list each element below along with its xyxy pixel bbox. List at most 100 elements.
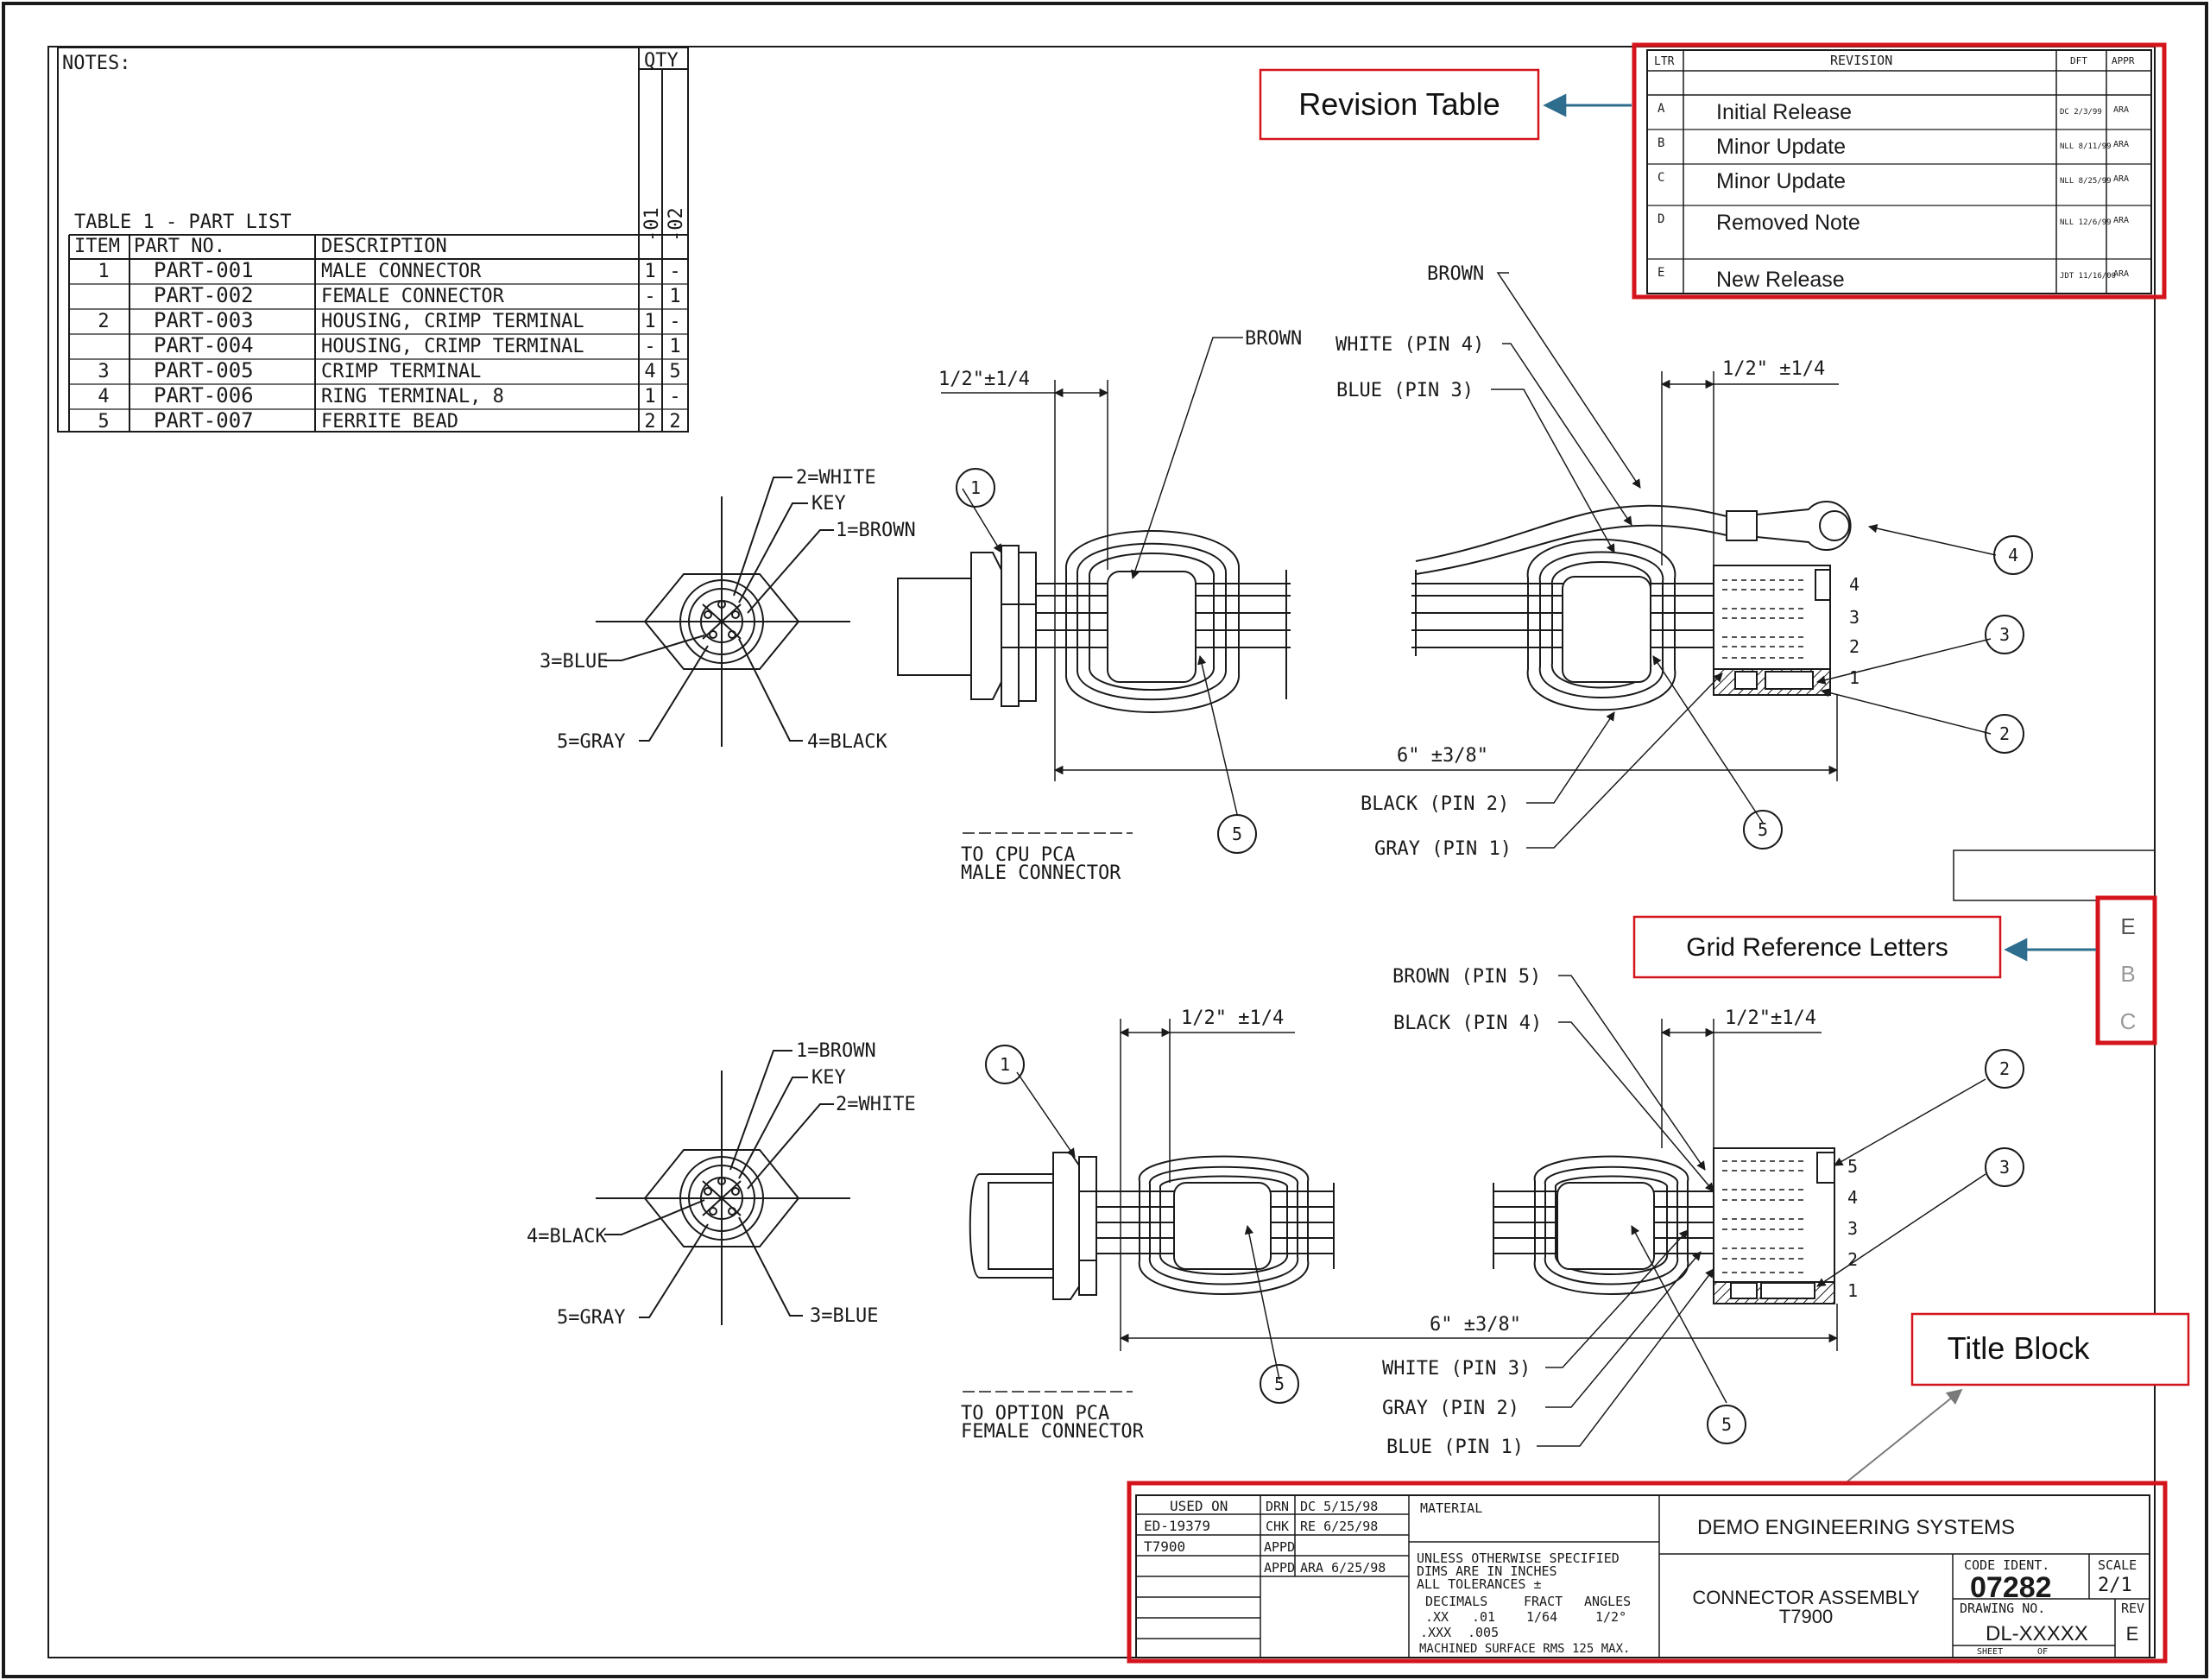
bottom-balloon-5-left <box>1260 1364 1299 1404</box>
part-qty-01: - <box>644 336 655 357</box>
bottom-caption-line1: TO OPTION PCA <box>961 1403 1109 1424</box>
title-block <box>1135 1494 2150 1658</box>
tb-spec-2: DIMS ARE IN INCHES <box>1417 1563 1557 1579</box>
svg-text:5: 5 <box>1758 819 1768 840</box>
revision-approver: ARA <box>2113 140 2129 149</box>
bottom-label-gray-pin2: GRAY (PIN 2) <box>1382 1398 1519 1419</box>
svg-text:2: 2 <box>1999 723 2010 744</box>
revision-drafter: JDT 11/16/00 <box>2060 272 2116 281</box>
tb-tol-fract: FRACT <box>1524 1594 1563 1609</box>
top-pin-number-1: 1 <box>1849 667 1860 688</box>
tb-tol-fract-val: 1/64 <box>1526 1609 1557 1625</box>
tb-appd-1: APPD <box>1264 1539 1295 1555</box>
part-qty-02: - <box>669 261 680 282</box>
notes-label: NOTES: <box>62 53 130 74</box>
top-label-black-pin2: BLACK (PIN 2) <box>1361 793 1509 815</box>
top-crimp-housing <box>1713 565 1831 696</box>
bottom-balloon-5-right <box>1707 1405 1746 1444</box>
tb-chk: CHK <box>1266 1519 1289 1534</box>
top-label-brown-right: BROWN <box>1427 263 1484 285</box>
top-label-white-pin4: WHITE (PIN 4) <box>1335 334 1484 356</box>
revision-table-callout: Revision Table <box>1259 68 1632 141</box>
tb-tol-xx-val: .01 <box>1472 1609 1495 1625</box>
part-number: PART-001 <box>154 258 254 282</box>
bottom-ferrite-bead-left <box>1138 1155 1310 1295</box>
tb-chk-val: RE 6/25/98 <box>1300 1519 1378 1534</box>
top-dim-overall: 6" ±3/8" <box>1397 745 1488 767</box>
part-item: 2 <box>98 311 109 332</box>
part-description: RING TERMINAL, 8 <box>321 386 504 407</box>
svg-text:5: 5 <box>1274 1374 1285 1394</box>
tb-surface: MACHINED SURFACE RMS 125 MAX. <box>1419 1642 1630 1656</box>
bottom-pin-number-3: 3 <box>1847 1218 1858 1239</box>
rev-header-ltr: LTR <box>1654 55 1675 68</box>
top-face-label-2-white: 2=WHITE <box>796 467 876 489</box>
tb-spec-1: UNLESS OTHERWISE SPECIFIED <box>1417 1551 1620 1566</box>
part-description: HOUSING, CRIMP TERMINAL <box>321 336 584 357</box>
top-balloon-3 <box>1985 615 2024 654</box>
svg-text:3: 3 <box>1999 624 2010 645</box>
svg-text:5: 5 <box>1232 824 1242 844</box>
grid-reference-callout-label: Grid Reference Letters <box>1686 933 1948 962</box>
title-block-highlight <box>1127 1481 2168 1664</box>
revision-drafter: NLL 8/11/99 <box>2060 142 2112 151</box>
svg-text:2: 2 <box>1999 1058 2010 1079</box>
revision-approver: ARA <box>2113 174 2129 184</box>
qty-header: QTY <box>644 50 679 72</box>
revision-drafter: NLL 8/25/99 <box>2060 177 2112 186</box>
tb-code-ident: 07282 <box>1970 1571 2052 1604</box>
top-ring-terminal <box>1726 501 1852 551</box>
svg-text:5: 5 <box>1721 1414 1732 1435</box>
part-item: 3 <box>98 361 109 382</box>
part-qty-01: 1 <box>644 386 655 407</box>
bottom-label-white-pin3: WHITE (PIN 3) <box>1382 1358 1531 1380</box>
tb-appd-2: APPD <box>1264 1560 1295 1576</box>
top-pin-number-4: 4 <box>1849 574 1860 595</box>
bottom-face-label-2-white: 2=WHITE <box>836 1094 916 1115</box>
bottom-dim-overall: 6" ±3/8" <box>1430 1314 1521 1336</box>
revision-description: Initial Release <box>1716 100 1852 124</box>
top-balloon-2 <box>1985 714 2024 754</box>
part-description: FERRITE BEAD <box>321 411 458 433</box>
top-balloon-5-right <box>1743 810 1783 849</box>
tb-rev-label: REV <box>2121 1601 2144 1616</box>
revision-approver: ARA <box>2113 216 2129 225</box>
top-ferrite-bead-right <box>1526 539 1676 711</box>
bottom-dimensions <box>1119 1019 1839 1351</box>
tb-used-on-2: T7900 <box>1144 1538 1185 1555</box>
qty-col-02: -02 <box>666 207 687 242</box>
bottom-balloon-2 <box>1985 1049 2024 1089</box>
revision-drafter: NLL 12/6/99 <box>2060 218 2112 227</box>
tb-tol-xxx: .XXX <box>1420 1625 1451 1640</box>
part-number: PART-003 <box>154 308 254 332</box>
tb-tol-xxx-val: .005 <box>1468 1625 1499 1640</box>
part-qty-01: 1 <box>644 311 655 332</box>
bottom-face-label-1-brown: 1=BROWN <box>796 1040 876 1062</box>
tb-drawing-no: DL-XXXXX <box>1986 1622 2088 1645</box>
tb-used-on-1: ED-19379 <box>1144 1518 1210 1534</box>
tb-title-2: T7900 <box>1779 1606 1833 1627</box>
revision-description: Removed Note <box>1716 211 1860 235</box>
part-qty-01: 2 <box>644 411 655 433</box>
bottom-pin-number-4: 4 <box>1847 1187 1858 1208</box>
tb-scale: 2/1 <box>2098 1575 2132 1596</box>
revision-letter: B <box>1658 136 1664 150</box>
top-label-blue-pin3: BLUE (PIN 3) <box>1336 380 1474 401</box>
top-assembly: 2=WHITE KEY 1=BROWN 3=BLUE 5=GRAY 4=BLAC… <box>540 263 2033 884</box>
revision-approver: ARA <box>2113 105 2129 115</box>
revision-description: Minor Update <box>1716 169 1846 193</box>
grid-letter-e: E <box>2120 913 2135 939</box>
bottom-assembly: 1=BROWN KEY 2=WHITE 4=BLACK 5=GRAY 3=BLU… <box>527 966 2024 1458</box>
top-ferrite-bead-left <box>1064 530 1241 713</box>
top-balloon-5-left <box>1217 814 1257 854</box>
part-qty-02: 5 <box>669 361 680 382</box>
bottom-caption-line2: FEMALE CONNECTOR <box>961 1421 1145 1443</box>
tb-rev: E <box>2126 1623 2139 1645</box>
